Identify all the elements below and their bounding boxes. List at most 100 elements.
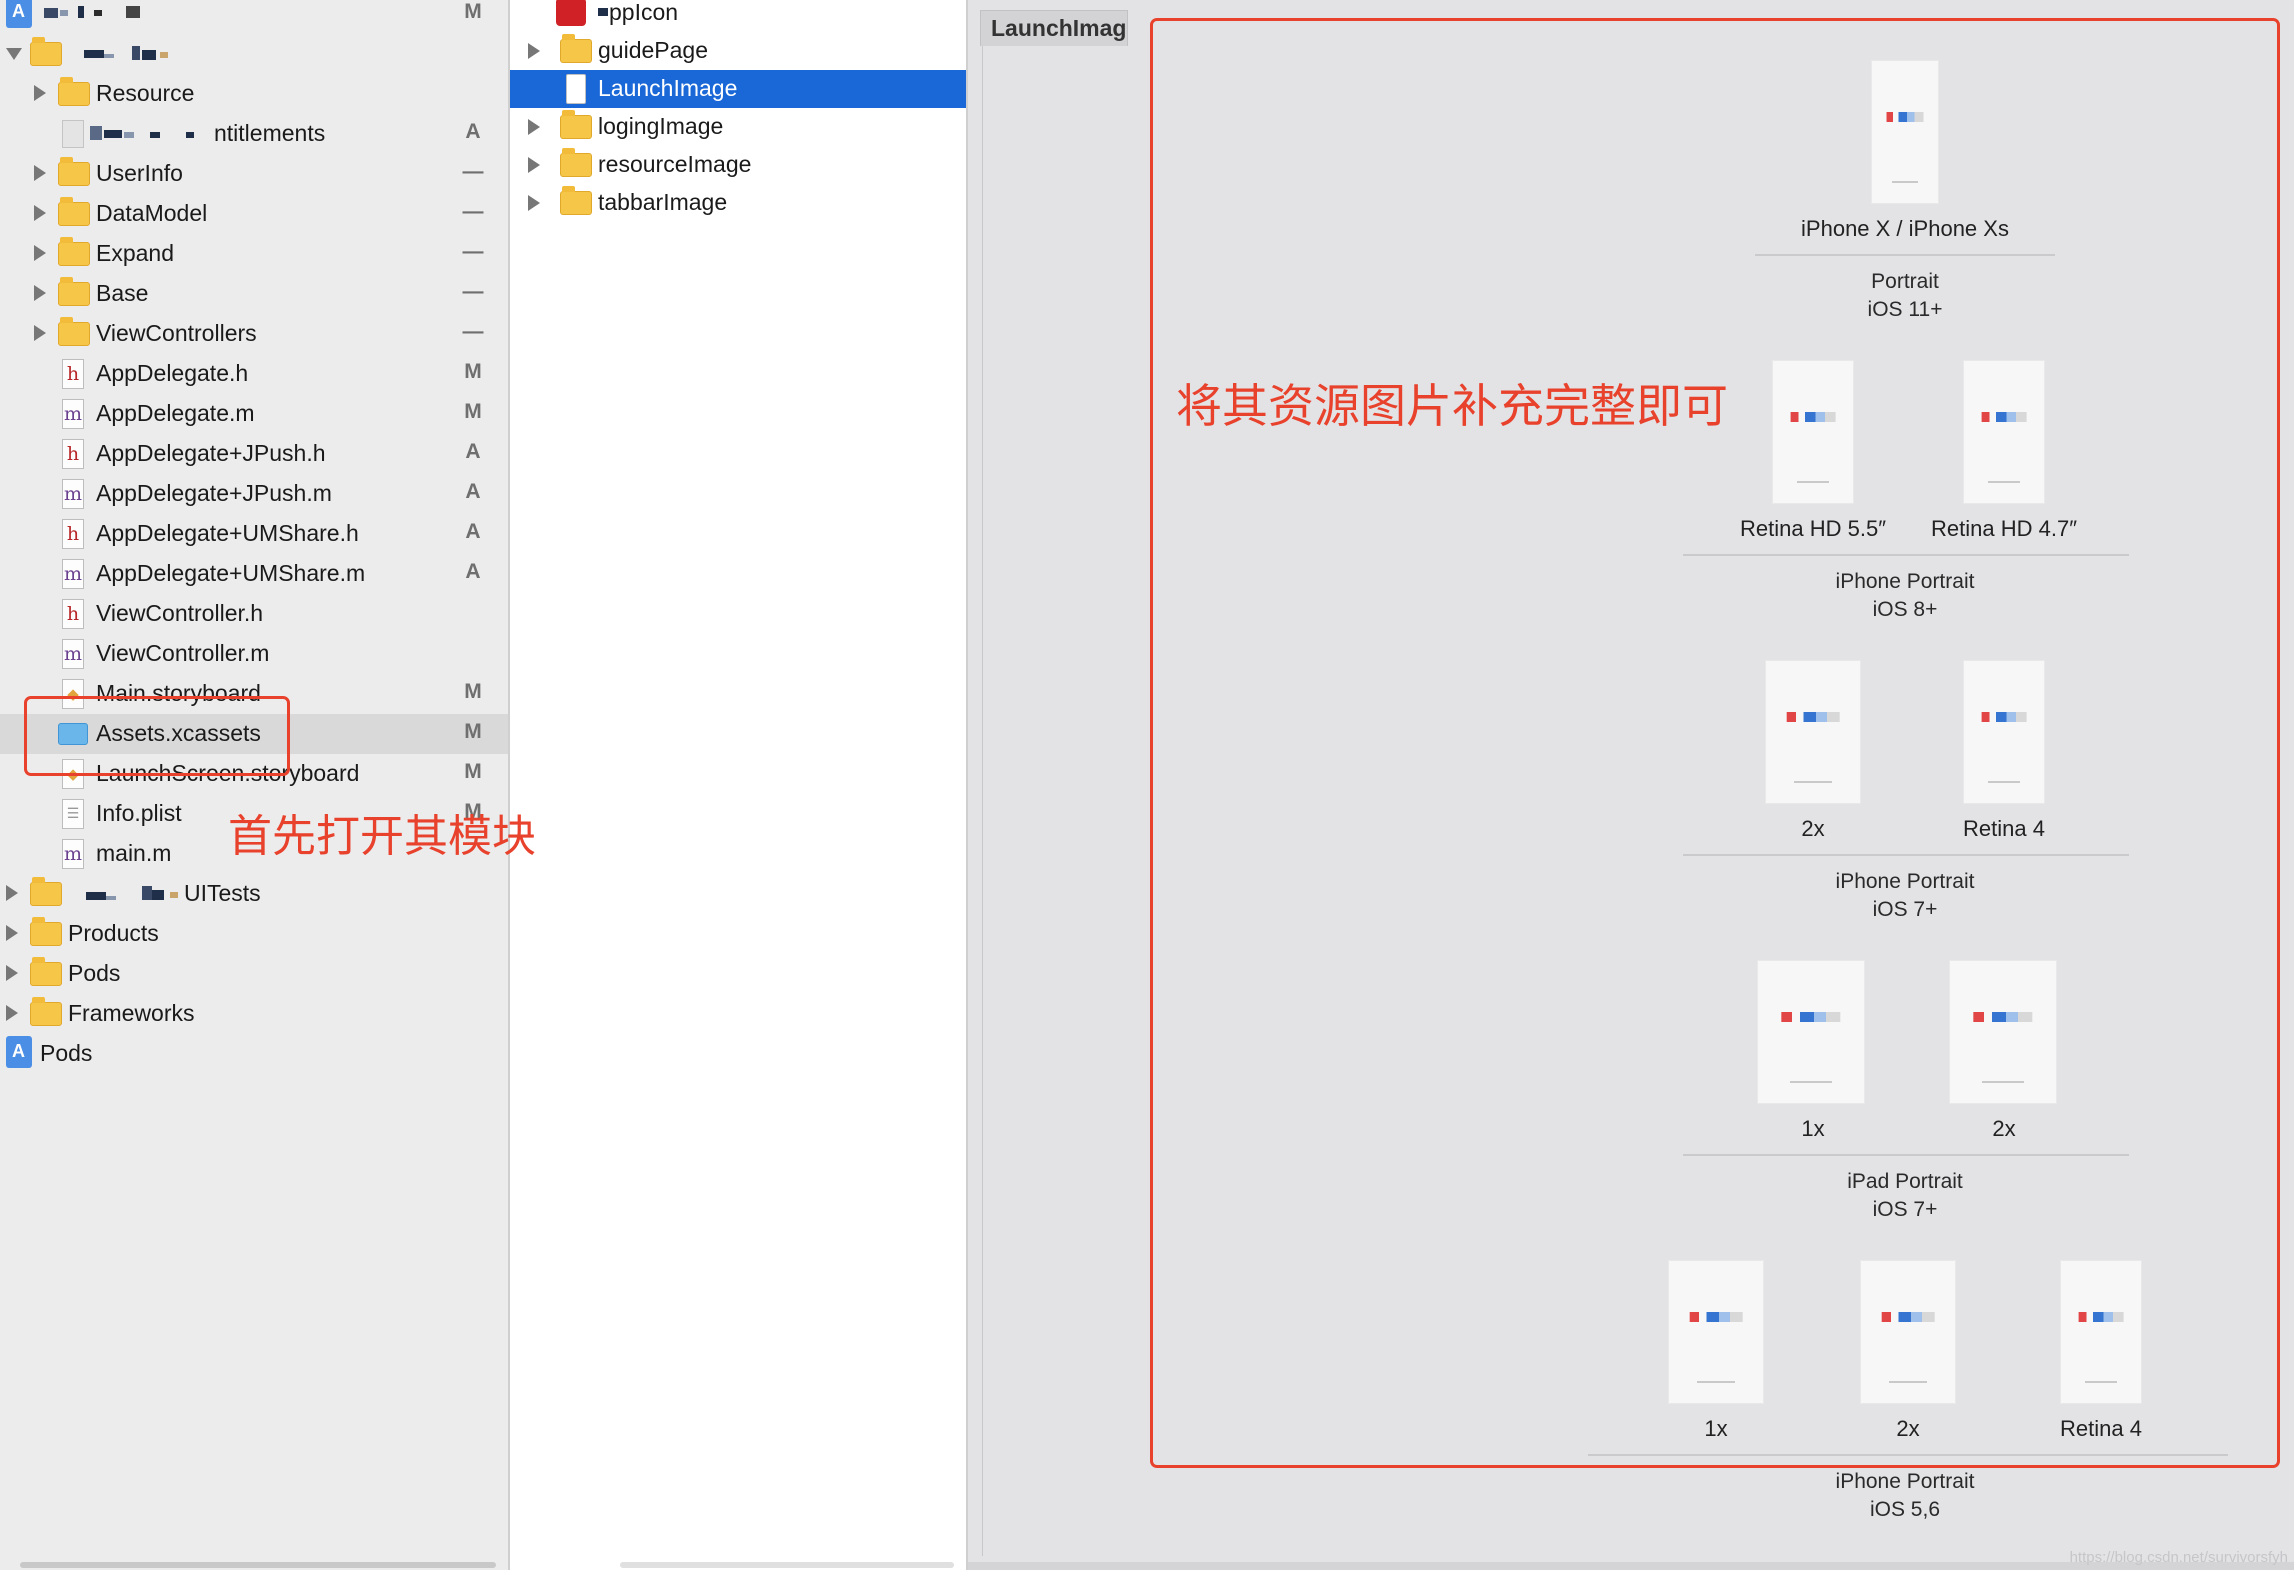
nav-row-file[interactable]: h AppDelegate+JPush.h A <box>0 434 508 474</box>
scm-badge: — <box>462 200 484 223</box>
disclosure-closed-icon[interactable] <box>528 119 540 135</box>
asset-item-label: guidePage <box>598 37 708 63</box>
annotation-box-assets <box>24 696 290 776</box>
nav-row-file[interactable]: h ViewController.h <box>0 594 508 634</box>
nav-row-viewcontrollers[interactable]: ViewControllers — <box>0 314 508 354</box>
scm-badge: M <box>464 800 482 823</box>
nav-row-entitlements[interactable]: ntitlements A <box>0 114 508 154</box>
redacted-block <box>104 54 114 58</box>
watermark: https://blog.csdn.net/survivorsfyh <box>2069 1549 2288 1566</box>
disclosure-closed-icon[interactable] <box>34 325 46 341</box>
asset-row-launchimage[interactable]: LaunchImage <box>510 70 966 108</box>
asset-item-label: resourceImage <box>598 151 752 177</box>
group-title-ios: iOS 5,6 <box>1869 1498 1941 1521</box>
scm-badge: M <box>464 360 482 383</box>
group-divider <box>1755 254 2055 256</box>
asset-list-scrollbar[interactable] <box>620 1562 954 1568</box>
scm-badge: M <box>464 400 482 423</box>
header-file-icon: h <box>62 439 84 469</box>
launch-image-thumbnail[interactable] <box>1668 1260 1764 1404</box>
nav-item-label: AppDelegate+UMShare.m <box>96 560 366 586</box>
launch-image-thumbnail[interactable] <box>1765 660 1861 804</box>
redacted-block <box>104 130 122 138</box>
launch-image-thumbnail[interactable] <box>1949 960 2057 1104</box>
nav-row-file[interactable]: m AppDelegate+UMShare.m A <box>0 554 508 594</box>
slot-label: Retina HD 5.5″ <box>1740 516 1886 541</box>
redacted-block <box>90 126 102 140</box>
disclosure-closed-icon[interactable] <box>528 195 540 211</box>
asset-row-guidepage[interactable]: guidePage <box>510 32 966 70</box>
slot-label: iPhone X / iPhone Xs <box>1801 216 2009 241</box>
disclosure-closed-icon[interactable] <box>528 43 540 59</box>
asset-row-resourceimage[interactable]: resourceImage <box>510 146 966 184</box>
disclosure-open-icon[interactable] <box>6 48 22 60</box>
nav-item-label: Expand <box>96 240 175 266</box>
nav-row-assets-xcassets[interactable]: Assets.xcassets M <box>0 714 508 754</box>
detail-scrollbar[interactable] <box>968 1562 2294 1570</box>
thumbnail-caption <box>1697 1381 1735 1383</box>
launch-image-thumbnail[interactable] <box>1963 660 2045 804</box>
nav-row-file[interactable]: m main.m <box>0 834 508 874</box>
launch-image-thumbnail[interactable] <box>1772 360 1854 504</box>
nav-row-pods-group[interactable]: Pods <box>0 954 508 994</box>
redacted-block <box>126 6 140 18</box>
header-file-icon: h <box>62 519 84 549</box>
disclosure-closed-icon[interactable] <box>34 285 46 301</box>
entitlements-file-icon <box>62 120 84 148</box>
launch-image-thumbnail[interactable] <box>2060 1260 2142 1404</box>
nav-row-file[interactable]: m AppDelegate.m M <box>0 394 508 434</box>
disclosure-closed-icon[interactable] <box>34 205 46 221</box>
launch-image-thumbnail[interactable] <box>1871 60 1939 204</box>
redacted-block <box>150 132 160 138</box>
folder-icon <box>58 197 90 226</box>
asset-row-logingimage[interactable]: logingImage <box>510 108 966 146</box>
asset-row-tabbarimage[interactable]: tabbarImage <box>510 184 966 222</box>
folder-icon <box>58 277 90 306</box>
nav-item-label: UITests <box>184 880 261 906</box>
nav-row-file[interactable]: m AppDelegate+JPush.m A <box>0 474 508 514</box>
disclosure-closed-icon[interactable] <box>6 885 18 901</box>
nav-row-resource[interactable]: Resource <box>0 74 508 114</box>
nav-row-uitests[interactable]: UITests <box>0 874 508 914</box>
disclosure-closed-icon[interactable] <box>34 85 46 101</box>
nav-row-file[interactable]: ◆ Main.storyboard M <box>0 674 508 714</box>
nav-row-expand[interactable]: Expand — <box>0 234 508 274</box>
disclosure-closed-icon[interactable] <box>6 965 18 981</box>
nav-row-datamodel[interactable]: DataModel — <box>0 194 508 234</box>
launch-image-thumbnail[interactable] <box>1757 960 1865 1104</box>
launch-image-thumbnail[interactable] <box>1860 1260 1956 1404</box>
navigator-scrollbar[interactable] <box>20 1562 496 1568</box>
slot-label: 2x <box>1801 816 1825 841</box>
scm-badge: M <box>464 680 482 703</box>
nav-row-frameworks[interactable]: Frameworks <box>0 994 508 1034</box>
folder-icon <box>58 77 90 106</box>
nav-row-file[interactable]: m ViewController.m <box>0 634 508 674</box>
nav-row-file[interactable]: h AppDelegate.h M <box>0 354 508 394</box>
nav-row-base[interactable]: Base — <box>0 274 508 314</box>
implementation-file-icon: m <box>62 399 84 429</box>
disclosure-closed-icon[interactable] <box>34 245 46 261</box>
launchimage-detail-pane: LaunchImage iPhone X / iPhone Xs Portrai… <box>968 0 2294 1570</box>
nav-row-project-root[interactable]: M <box>0 0 508 34</box>
group-divider <box>1683 854 2129 856</box>
folder-icon <box>560 34 592 63</box>
slot-label: 2x <box>1992 1116 2016 1141</box>
asset-item-label: tabbarImage <box>598 189 728 215</box>
asset-row-appicon[interactable]: ppIcon <box>510 0 966 32</box>
nav-row-file[interactable]: h AppDelegate+UMShare.h A <box>0 514 508 554</box>
folder-icon <box>58 157 90 186</box>
nav-row-file[interactable]: ☰ Info.plist M <box>0 794 508 834</box>
nav-item-label: Pods <box>68 960 121 986</box>
launch-image-thumbnail[interactable] <box>1963 360 2045 504</box>
nav-row-userinfo[interactable]: UserInfo — <box>0 154 508 194</box>
disclosure-closed-icon[interactable] <box>34 165 46 181</box>
nav-row-pods-project[interactable]: Pods <box>0 1034 508 1074</box>
disclosure-closed-icon[interactable] <box>528 157 540 173</box>
disclosure-closed-icon[interactable] <box>6 925 18 941</box>
redacted-block <box>142 50 156 60</box>
nav-row-products[interactable]: Products <box>0 914 508 954</box>
nav-row-app-group[interactable] <box>0 34 508 74</box>
scm-badge: — <box>462 240 484 263</box>
folder-icon <box>58 237 90 266</box>
disclosure-closed-icon[interactable] <box>6 1005 18 1021</box>
